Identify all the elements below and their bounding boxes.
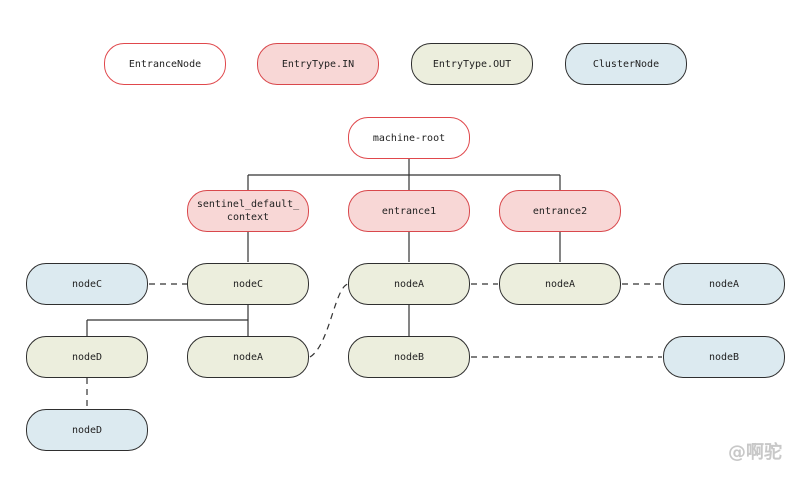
legend-entry-in: EntryType.IN: [257, 43, 379, 85]
watermark: @啊驼: [728, 442, 782, 463]
node-nodeB: nodeB: [348, 336, 470, 378]
dash-nodeA-curve: [309, 283, 350, 358]
node-nodeD-cluster: nodeD: [26, 409, 148, 451]
legend-entrance-node: EntranceNode: [104, 43, 226, 85]
node-nodeC: nodeC: [187, 263, 309, 305]
node-nodeA-cluster: nodeA: [663, 263, 785, 305]
node-sentinel-default-context: sentinel_default_context: [187, 190, 309, 232]
legend-cluster-node: ClusterNode: [565, 43, 687, 85]
legend-entry-out: EntryType.OUT: [411, 43, 533, 85]
node-nodeA-entrance2: nodeA: [499, 263, 621, 305]
node-nodeB-cluster: nodeB: [663, 336, 785, 378]
node-nodeA-entrance1: nodeA: [348, 263, 470, 305]
node-nodeA-under-nodeC: nodeA: [187, 336, 309, 378]
node-nodeD: nodeD: [26, 336, 148, 378]
node-nodeC-cluster: nodeC: [26, 263, 148, 305]
node-machine-root: machine-root: [348, 117, 470, 159]
node-entrance1: entrance1: [348, 190, 470, 232]
node-entrance2: entrance2: [499, 190, 621, 232]
